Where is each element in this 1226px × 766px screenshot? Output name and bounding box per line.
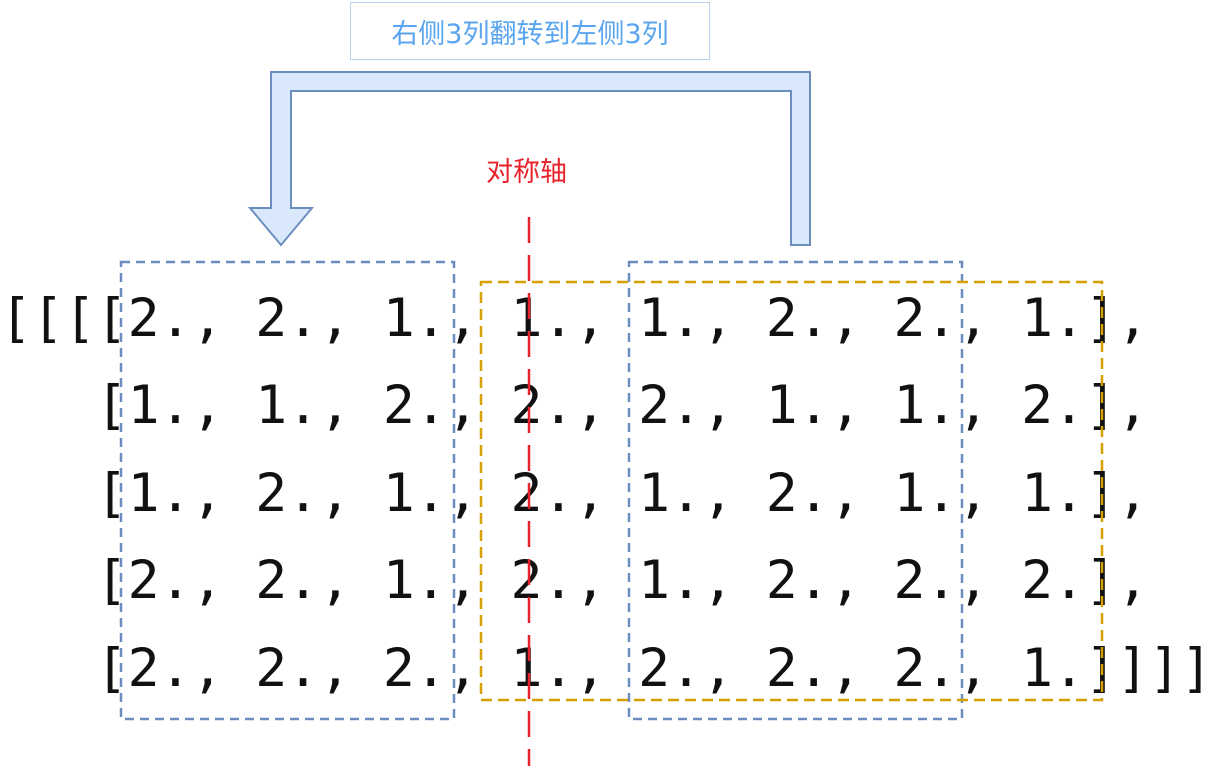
matrix-row-3: [1., 2., 1., 2., 1., 2., 1., 1.],: [0, 463, 1149, 524]
flip-title-box: 右侧3列翻转到左侧3列: [350, 2, 710, 60]
matrix-row-4: [2., 2., 1., 2., 1., 2., 2., 2.],: [0, 550, 1149, 611]
right-columns-box: [627, 260, 964, 721]
center-columns-box: [479, 280, 1104, 702]
flip-title-text: 右侧3列翻转到左侧3列: [391, 18, 669, 50]
left-columns-box: [119, 260, 456, 721]
matrix-row-2: [1., 1., 2., 2., 2., 1., 1., 2.],: [0, 375, 1149, 436]
symmetry-axis-label: 对称轴: [486, 157, 567, 188]
flip-arrow: [247, 71, 811, 247]
matrix-row-1: [[[[2., 2., 1., 1., 1., 2., 2., 1.],: [0, 288, 1149, 349]
matrix-row-5: [2., 2., 2., 1., 2., 2., 2., 1.]]]]: [0, 638, 1213, 699]
